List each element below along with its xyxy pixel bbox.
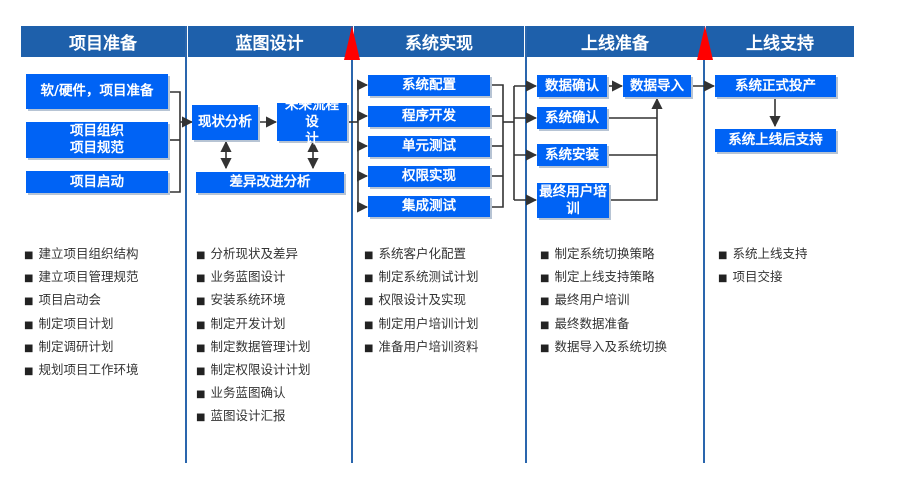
box-program-dev: 程序开发 [368,106,490,127]
task-list-implementation: 系统客户化配置 制定系统测试计划 权限设计及实现 制定用户培训计划 准备用户培训… [364,245,478,361]
box-data-import: 数据导入 [623,75,691,97]
list-item: 数据导入及系统切换 [540,338,667,361]
phase-divider [525,26,527,463]
list-item: 系统上线支持 [718,245,807,268]
task-list-blueprint: 分析现状及差异 业务蓝图设计 安装系统环境 制定开发计划 制定数据管理计划 制定… [196,245,310,431]
list-item: 制定上线支持策略 [540,268,667,291]
box-unit-test: 单元测试 [368,136,490,157]
list-item: 建立项目组织结构 [24,245,138,268]
list-item: 业务蓝图设计 [196,268,310,291]
phase-header-implementation: 系统实现 [354,26,524,57]
list-item: 业务蓝图确认 [196,384,310,407]
list-item: 权限设计及实现 [364,291,478,314]
milestone-triangle [344,26,360,60]
list-item: 制定开发计划 [196,315,310,338]
box-project-org: 项目组织 项目规范 [26,122,168,158]
list-item: 分析现状及差异 [196,245,310,268]
list-item: 项目启动会 [24,291,138,314]
box-project-kickoff: 项目启动 [26,171,168,193]
list-item: 最终数据准备 [540,315,667,338]
box-system-config: 系统配置 [368,75,490,96]
box-data-confirm: 数据确认 [537,75,607,97]
list-item: 制定系统测试计划 [364,268,478,291]
box-integration-test: 集成测试 [368,196,490,217]
list-item: 规划项目工作环境 [24,361,138,384]
phase-header-prep: 项目准备 [21,26,185,57]
box-production: 系统正式投产 [715,75,836,97]
list-item: 系统客户化配置 [364,245,478,268]
task-list-golive-prep: 制定系统切换策略 制定上线支持策略 最终用户培训 最终数据准备 数据导入及系统切… [540,245,667,361]
list-item: 制定数据管理计划 [196,338,310,361]
box-future-process: 未来流程设 计 [277,97,347,147]
phase-divider [185,26,187,463]
box-permission: 权限实现 [368,166,490,187]
phase-header-blueprint: 蓝图设计 [188,26,351,57]
box-hardware-software-prep: 软/硬件，项目准备 [26,74,168,109]
phase-header-golive-support: 上线支持 [706,26,854,57]
phase-divider [351,26,353,463]
box-gap-analysis: 差异改进分析 [196,172,344,193]
milestone-triangle [697,26,713,60]
list-item: 安装系统环境 [196,291,310,314]
box-system-confirm: 系统确认 [537,107,607,129]
list-item: 制定项目计划 [24,315,138,338]
box-post-golive-support: 系统上线后支持 [715,129,836,152]
list-item: 项目交接 [718,268,807,291]
list-item: 建立项目管理规范 [24,268,138,291]
box-system-install: 系统安装 [537,144,607,166]
box-end-user-training: 最终用户培 训 [537,183,609,218]
phase-header-golive-prep: 上线准备 [527,26,703,57]
list-item: 制定调研计划 [24,338,138,361]
list-item: 制定系统切换策略 [540,245,667,268]
list-item: 准备用户培训资料 [364,338,478,361]
list-item: 制定用户培训计划 [364,315,478,338]
task-list-golive-support: 系统上线支持 项目交接 [718,245,807,291]
list-item: 蓝图设计汇报 [196,407,310,430]
list-item: 制定权限设计计划 [196,361,310,384]
task-list-prep: 建立项目组织结构 建立项目管理规范 项目启动会 制定项目计划 制定调研计划 规划… [24,245,138,384]
phase-divider [703,26,705,463]
box-current-analysis: 现状分析 [192,105,258,140]
list-item: 最终用户培训 [540,291,667,314]
